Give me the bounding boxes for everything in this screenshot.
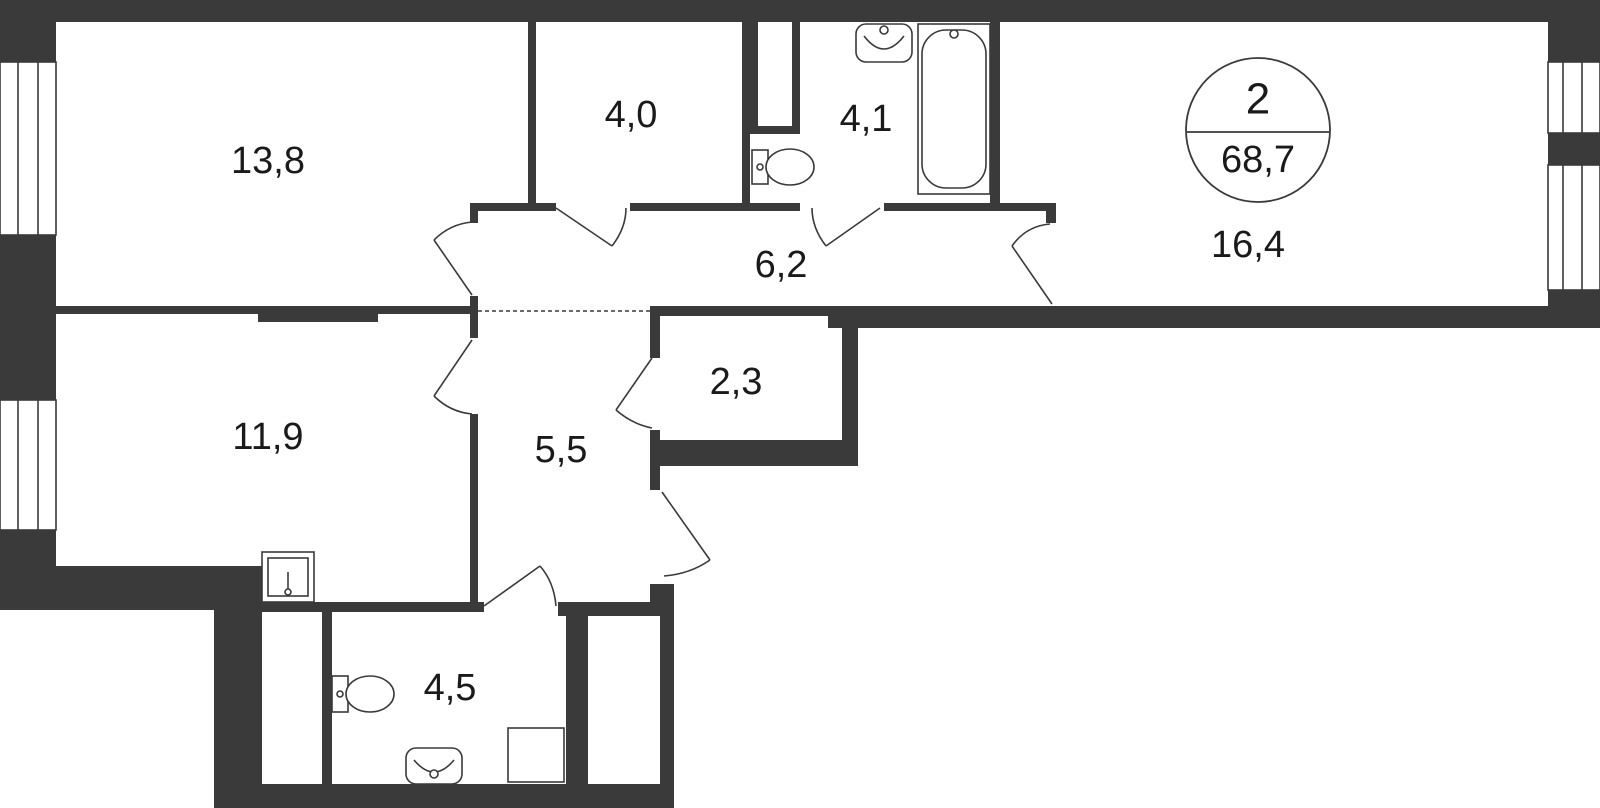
room-count: 2 — [1246, 75, 1270, 124]
sink-icon — [855, 23, 913, 63]
room-area-label: 4,5 — [424, 667, 477, 709]
room-area-label: 4,1 — [840, 98, 893, 140]
summary-badge: 2 68,7 — [1185, 57, 1331, 203]
windows — [0, 61, 1600, 531]
interior-walls — [56, 22, 1056, 784]
room-area-label: 13,8 — [231, 140, 305, 182]
total-area: 68,7 — [1221, 139, 1295, 181]
bathtub-icon — [917, 23, 991, 195]
room-area-label: 5,5 — [535, 429, 588, 471]
toilet-icon — [751, 148, 815, 186]
washing-machine-icon — [507, 727, 565, 783]
room-area-label: 4,0 — [605, 94, 658, 136]
room-area-label: 11,9 — [232, 416, 303, 458]
fixtures — [261, 23, 991, 785]
kitchen-sink-icon — [261, 551, 315, 603]
room-area-label: 2,3 — [710, 361, 763, 403]
room-area-label: 6,2 — [755, 244, 808, 286]
toilet-icon — [331, 675, 395, 713]
sink-icon — [405, 747, 463, 785]
doors — [433, 207, 1053, 607]
room-labels: 13,8 4,0 4,1 16,4 6,2 2,3 11,9 5,5 4,5 — [231, 94, 1285, 709]
room-area-label: 16,4 — [1211, 224, 1285, 266]
